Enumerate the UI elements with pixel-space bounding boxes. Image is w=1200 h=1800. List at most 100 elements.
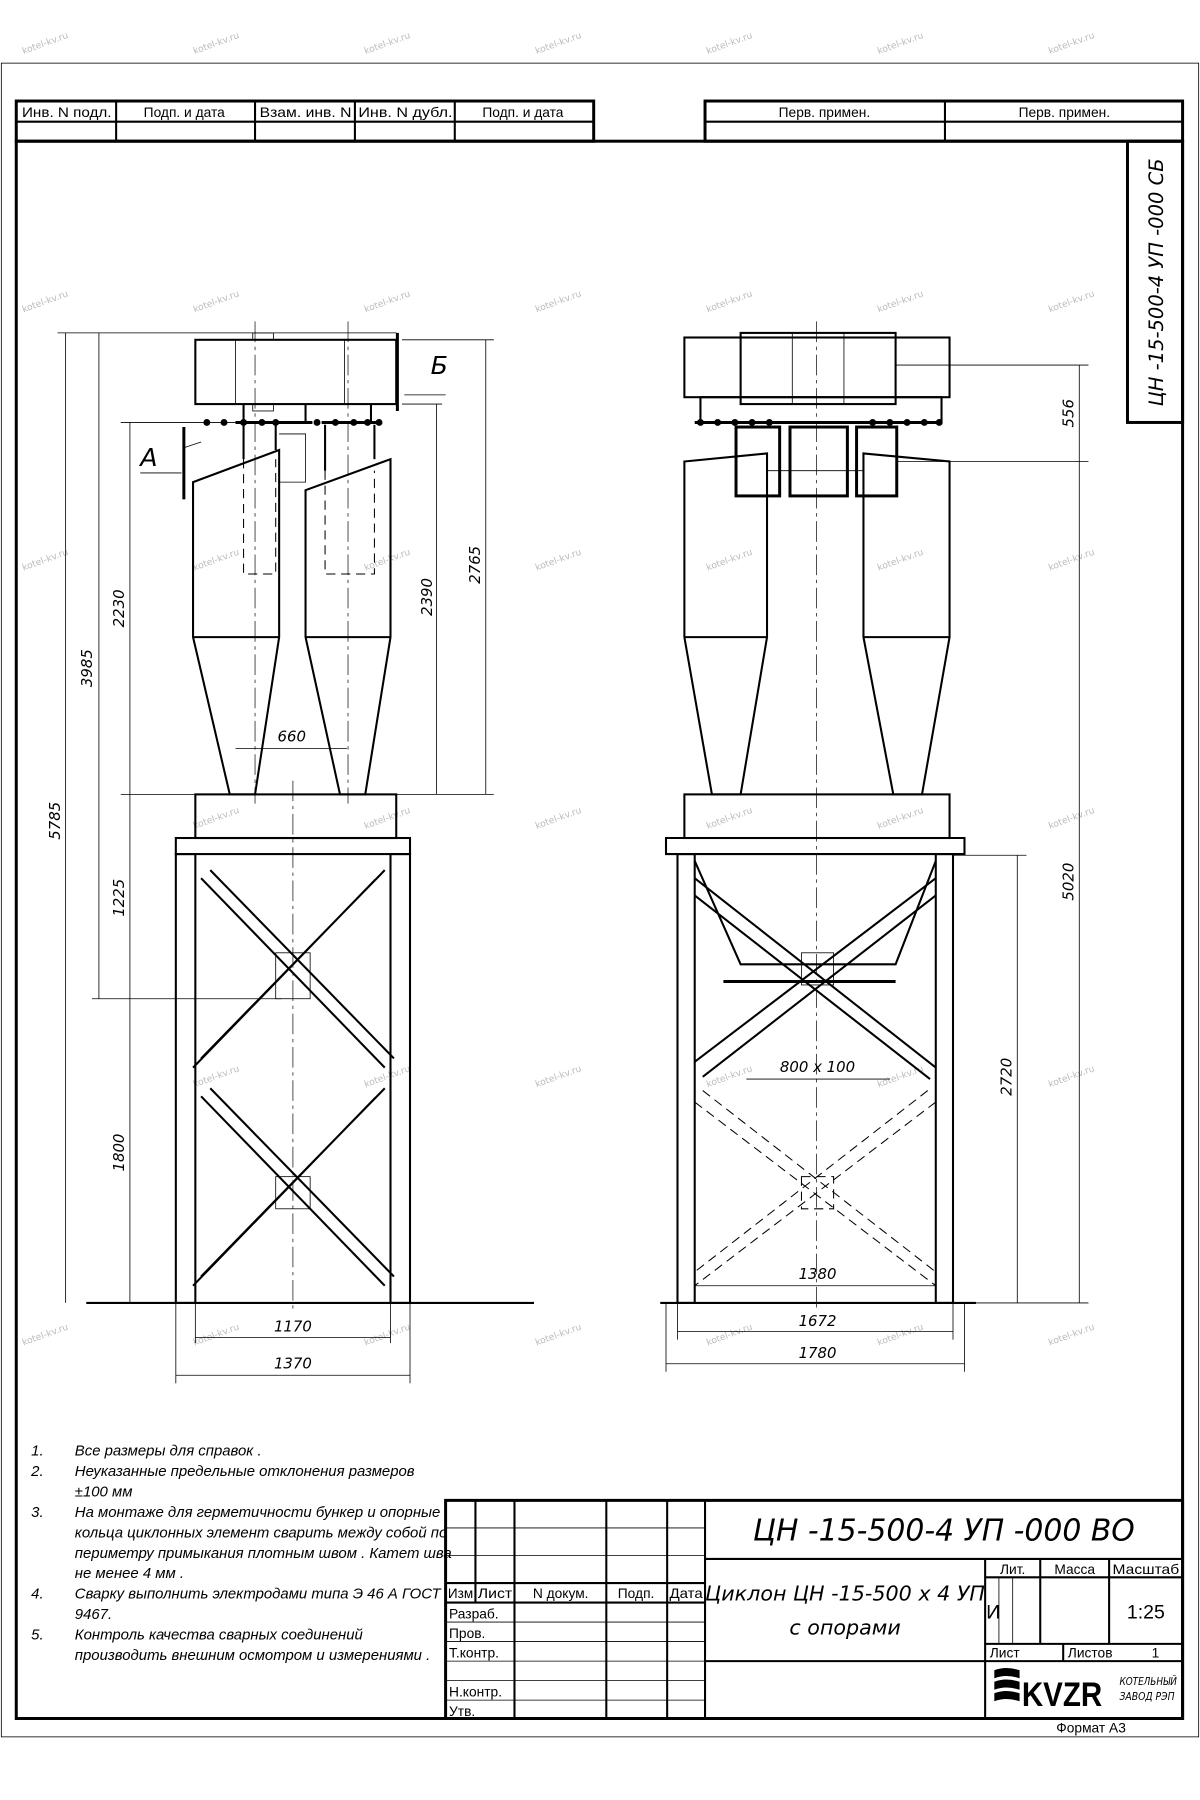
col-doc: N докум. bbox=[533, 1586, 589, 1601]
bolt-dot bbox=[920, 419, 928, 426]
bolt-dot bbox=[935, 419, 943, 426]
watermark: kotel-kv.ru bbox=[363, 1322, 412, 1349]
bolt-dot bbox=[903, 419, 911, 426]
role-label: Утв. bbox=[449, 1704, 475, 1719]
watermark: kotel-kv.ru bbox=[534, 288, 583, 315]
product-name-line2: с опорами bbox=[789, 1616, 900, 1640]
watermark: kotel-kv.ru bbox=[705, 288, 754, 315]
product-name-line1: Циклон ЦН -15-500 х 4 УП bbox=[705, 1581, 985, 1605]
dimension-1672: 1672 bbox=[799, 1312, 837, 1330]
watermark: kotel-kv.ru bbox=[192, 30, 241, 57]
title-block: Изм Лист N докум. Подп. Дата Разраб.Пров… bbox=[444, 1498, 1185, 1735]
note-number: 1. bbox=[31, 1443, 43, 1460]
dimension-1370: 1370 bbox=[274, 1354, 312, 1372]
technical-notes: 1.Все размеры для справок .2.Неуказанные… bbox=[30, 1443, 451, 1664]
note-number: 2. bbox=[30, 1463, 43, 1480]
mass-label: Масса bbox=[1054, 1562, 1095, 1577]
header-cell: Перв. примен. bbox=[779, 105, 871, 120]
dimension-5020: 5020 bbox=[1060, 863, 1078, 901]
col-sign: Подп. bbox=[618, 1586, 655, 1601]
sheet-label: Лист bbox=[990, 1646, 1021, 1661]
watermark: kotel-kv.ru bbox=[1047, 288, 1096, 315]
note-line: Сварку выполнить электродами типа Э 46 А… bbox=[75, 1586, 442, 1603]
bolt-dot bbox=[886, 419, 894, 426]
bolt-dot bbox=[331, 419, 339, 426]
dimension-800x100: 800 x 100 bbox=[780, 1058, 855, 1076]
header-table: Инв. N подл. Подп. и дата Взам. инв. N И… bbox=[14, 99, 1185, 143]
dimension-660: 660 bbox=[278, 728, 306, 746]
header-cell: Взам. инв. N bbox=[260, 105, 352, 120]
watermark: kotel-kv.ru bbox=[1047, 547, 1096, 574]
col-izm: Изм bbox=[448, 1586, 473, 1601]
watermark: kotel-kv.ru bbox=[534, 1322, 583, 1349]
watermark: kotel-kv.ru bbox=[1047, 30, 1096, 57]
sheets-label: Листов bbox=[1068, 1646, 1113, 1661]
watermark: kotel-kv.ru bbox=[876, 1063, 925, 1090]
company-line1: КОТЕЛЬНЫЙ bbox=[1119, 1675, 1177, 1688]
dimension-2765: 2765 bbox=[466, 546, 484, 584]
bolt-dot bbox=[313, 419, 321, 426]
bolt-dot bbox=[375, 419, 383, 426]
note-line: ±100 мм bbox=[75, 1483, 133, 1500]
dimension-1780: 1780 bbox=[799, 1344, 837, 1362]
section-label-a: А bbox=[138, 443, 157, 472]
dimension-3985: 3985 bbox=[78, 649, 96, 687]
note-line: На монтаже для герметичности бункер и оп… bbox=[75, 1504, 440, 1521]
note-number: 3. bbox=[31, 1504, 43, 1521]
watermark: kotel-kv.ru bbox=[21, 547, 70, 574]
watermark: kotel-kv.ru bbox=[192, 547, 241, 574]
watermark: kotel-kv.ru bbox=[534, 805, 583, 832]
dimension-2720: 2720 bbox=[998, 1058, 1016, 1096]
watermark: kotel-kv.ru bbox=[363, 1063, 412, 1090]
outer-frame bbox=[0, 62, 1200, 1738]
note-line: Контроль качества сварных соединений bbox=[75, 1627, 363, 1644]
header-cell: Подп. и дата bbox=[482, 105, 563, 120]
note-line: Все размеры для справок . bbox=[75, 1443, 262, 1460]
right-view: 556 5020 2720 800 x 100 1380 1672 1780 bbox=[660, 321, 1089, 1372]
lit-label: Лит. bbox=[1000, 1562, 1025, 1577]
bolt-dot bbox=[350, 419, 358, 426]
role-label: Т.контр. bbox=[449, 1646, 499, 1661]
left-view: А Б 5785 3985 2230 1225 1800 2390 2765 6… bbox=[46, 321, 534, 1384]
note-line: производить внешним осмотром и измерения… bbox=[75, 1647, 430, 1664]
watermark: kotel-kv.ru bbox=[192, 288, 241, 315]
watermark: kotel-kv.ru bbox=[363, 30, 412, 57]
col-date: Дата bbox=[669, 1586, 703, 1601]
dimension-556: 556 bbox=[1060, 399, 1078, 427]
watermark: kotel-kv.ru bbox=[363, 288, 412, 315]
dimension-2390: 2390 bbox=[418, 578, 436, 616]
watermark: kotel-kv.ru bbox=[192, 805, 241, 832]
scale-value: 1:25 bbox=[1127, 1602, 1165, 1624]
watermark: kotel-kv.ru bbox=[876, 547, 925, 574]
header-cell: Перв. примен. bbox=[1019, 105, 1111, 120]
role-label: Н.контр. bbox=[449, 1685, 502, 1700]
bolt-dot bbox=[697, 419, 704, 426]
kvzr-logo: KVZR bbox=[994, 1667, 1102, 1714]
bolt-dot bbox=[714, 419, 722, 426]
watermark: kotel-kv.ru bbox=[534, 30, 583, 57]
watermark: kotel-kv.ru bbox=[1047, 805, 1096, 832]
watermark: kotel-kv.ru bbox=[21, 1322, 70, 1349]
side-stamp: ЦН -15-500-4 УП -000 СБ bbox=[1125, 139, 1185, 424]
section-label-b: Б bbox=[431, 351, 448, 380]
bolt-dot bbox=[364, 419, 371, 426]
watermark: kotel-kv.ru bbox=[876, 288, 925, 315]
watermark: kotel-kv.ru bbox=[1047, 1063, 1096, 1090]
note-number: 4. bbox=[31, 1586, 43, 1603]
dimension-1800: 1800 bbox=[110, 1134, 128, 1172]
bolt-dot bbox=[869, 419, 877, 426]
note-line: не менее 4 мм . bbox=[75, 1565, 184, 1582]
note-line: 9467. bbox=[75, 1606, 112, 1623]
drawing-designation: ЦН -15-500-4 УП -000 ВО bbox=[753, 1514, 1135, 1549]
watermark: kotel-kv.ru bbox=[1047, 1322, 1096, 1349]
format-label: Формат А3 bbox=[1056, 1720, 1126, 1735]
watermark: kotel-kv.ru bbox=[705, 30, 754, 57]
note-line: кольца циклонных элемент сварить между с… bbox=[75, 1524, 447, 1541]
watermark: kotel-kv.ru bbox=[705, 805, 754, 832]
col-list: Лист bbox=[478, 1586, 513, 1601]
bolt-dot bbox=[258, 419, 266, 426]
note-number: 5. bbox=[31, 1627, 43, 1644]
header-cell: Подп. и дата bbox=[144, 105, 225, 120]
dimension-1380: 1380 bbox=[799, 1265, 837, 1283]
